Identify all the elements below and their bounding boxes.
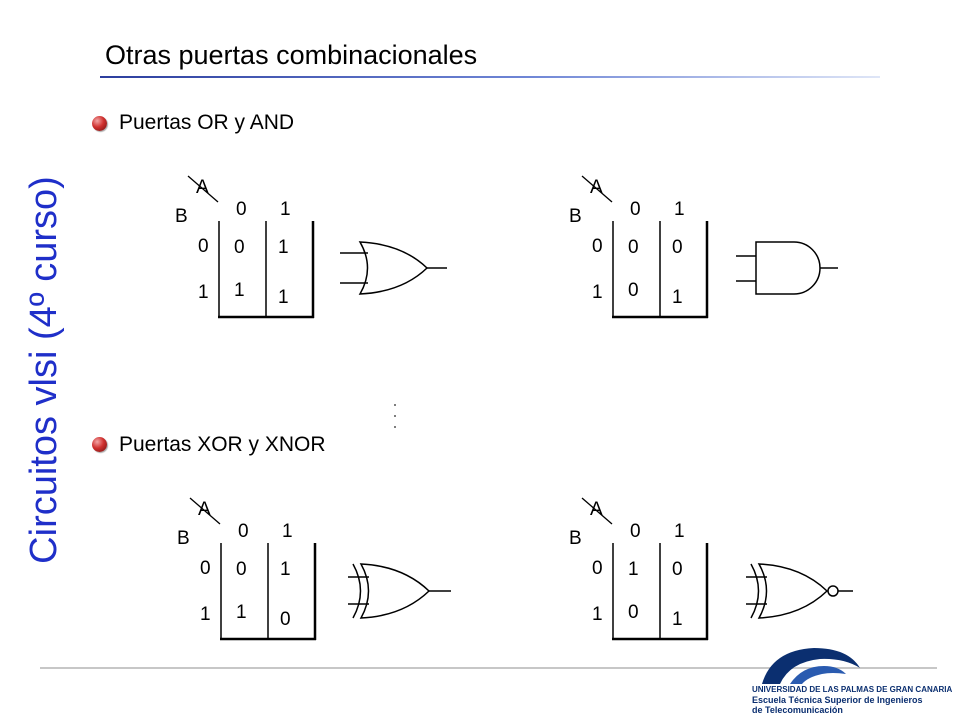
title-underline [100,76,880,78]
kmap-b-label: B [569,528,582,549]
kmap-row-header: 0 [592,236,603,257]
kmap-diagonal-line [187,175,219,203]
xor-gate-symbol [348,563,451,619]
bullet-icon [92,116,107,131]
or-gate-symbol [340,241,447,295]
kmap-cell: 1 [628,559,639,580]
kmap-cell: 1 [236,602,247,623]
kmap-col-header: 0 [630,521,641,542]
kmap-a-label: A [196,177,209,198]
section-or-and-label: Puertas OR y AND [119,111,295,134]
kmap-col-header: 0 [238,521,249,542]
page-title: Otras puertas combinacionales [105,40,478,70]
kmap-cell: 0 [236,559,247,580]
kmap-row-header: 0 [592,558,603,579]
and-gate-symbol [736,241,838,295]
university-logo [762,648,860,684]
kmap-col-header: 1 [674,199,685,220]
kmap-a-label: A [590,177,603,198]
kmap-xnor: A B 0 1 0 1 1 0 0 1 [564,492,884,652]
kmap-cell: 1 [280,559,291,580]
kmap-cell: 0 [280,609,291,630]
kmap-row-header: 0 [200,558,211,579]
footer-rule [40,667,937,669]
kmap-col-header: 0 [236,199,247,220]
bullet-icon [92,437,107,452]
kmap-cell: 1 [672,609,683,630]
university-line-2: Escuela Técnica Superior de Ingenieros [752,695,923,705]
kmap-col-header: 0 [630,199,641,220]
kmap-cell: 0 [672,559,683,580]
dotted-divider [394,404,396,428]
kmap-diagonal-line [581,497,613,525]
section-xor-xnor-label: Puertas XOR y XNOR [119,433,326,456]
university-name-block: UNIVERSIDAD DE LAS PALMAS DE GRAN CANARI… [752,685,952,715]
kmap-b-label: B [569,206,582,227]
kmap-xor: A B 0 1 0 1 0 1 1 0 [172,492,492,652]
kmap-cell: 1 [672,287,683,308]
kmap-cell: 1 [278,237,289,258]
kmap-row-header: 1 [200,604,211,625]
kmap-row-header: 0 [198,236,209,257]
kmap-cell: 0 [234,237,245,258]
kmap-diagonal-line [189,497,221,525]
kmap-a-label: A [198,499,211,520]
kmap-cell: 0 [628,280,639,301]
university-line-3: de Telecomunicación [752,705,843,715]
kmap-row-header: 1 [592,282,603,303]
university-line-1: UNIVERSIDAD DE LAS PALMAS DE GRAN CANARI… [752,685,953,694]
kmap-cell: 1 [278,287,289,308]
kmap-a-label: A [590,499,603,520]
kmap-cell: 0 [672,237,683,258]
kmap-cell: 0 [628,237,639,258]
kmap-b-label: B [175,206,188,227]
kmap-cell: 0 [628,602,639,623]
kmap-col-header: 1 [280,199,291,220]
kmap-cell: 1 [234,280,245,301]
kmap-col-header: 1 [674,521,685,542]
kmap-b-label: B [177,528,190,549]
kmap-diagonal-line [581,175,613,203]
kmap-col-header: 1 [282,521,293,542]
kmap-or: A B 0 1 0 1 0 1 1 1 [170,170,490,330]
kmap-and: A B 0 1 0 1 0 0 0 1 [564,170,884,330]
kmap-row-header: 1 [198,282,209,303]
kmap-row-header: 1 [592,604,603,625]
xnor-gate-symbol [746,563,853,619]
course-side-title: Circuitos vlsi (4º curso) [23,176,65,564]
